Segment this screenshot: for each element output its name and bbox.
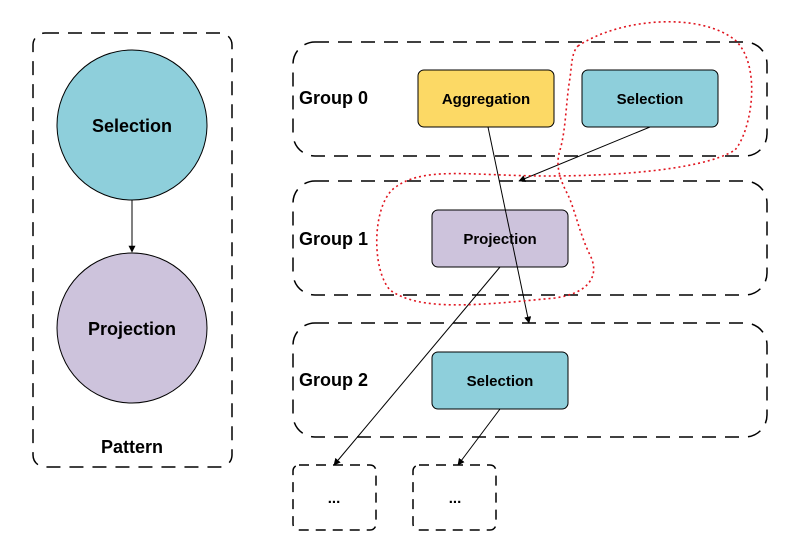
group-1-label: Group 1: [299, 229, 368, 249]
group-1: Group 1: [292, 180, 768, 296]
selection-label-group-0: Selection: [617, 91, 684, 108]
aggregation-label: Aggregation: [442, 91, 530, 108]
edge-selection-to-placeholder-2: [457, 408, 501, 466]
selection-label-group-2: Selection: [467, 373, 534, 390]
placeholder-box-2: [412, 464, 497, 531]
pattern-projection-label: Projection: [88, 319, 176, 339]
pattern-panel: Selection Projection Pattern: [32, 32, 233, 468]
aggregation-node: [417, 69, 555, 128]
projection-label-group-1: Projection: [463, 231, 536, 248]
group-1-border: [292, 180, 768, 296]
group-0-border: [292, 41, 768, 157]
group-0-label: Group 0: [299, 88, 368, 108]
group-0: Group 0: [292, 41, 768, 157]
pattern-selection-label: Selection: [92, 116, 172, 136]
pattern-match-outline: [375, 20, 753, 306]
group-2-label: Group 2: [299, 370, 368, 390]
placeholder-label-1: ...: [328, 490, 341, 507]
pattern-projection-node: [56, 252, 208, 404]
edge-projection-to-placeholder-1: [333, 266, 501, 466]
pattern-border: [32, 32, 233, 468]
pattern-label: Pattern: [101, 437, 163, 457]
placeholder-label-2: ...: [449, 490, 462, 507]
edge-aggregation-to-group-2: [487, 126, 532, 324]
edge-selection-to-group-1: [518, 126, 651, 182]
